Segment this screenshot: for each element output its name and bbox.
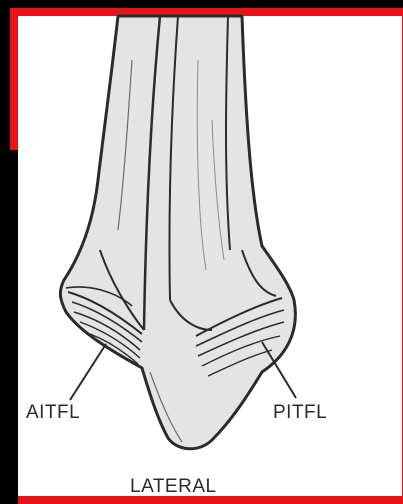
aitfl-label: AITFL (26, 402, 80, 424)
lateral-label: LATERAL (130, 476, 217, 498)
fibula-outline (60, 16, 295, 449)
aitfl-leader-line (70, 344, 106, 400)
pitfl-label: PITFL (273, 402, 327, 424)
